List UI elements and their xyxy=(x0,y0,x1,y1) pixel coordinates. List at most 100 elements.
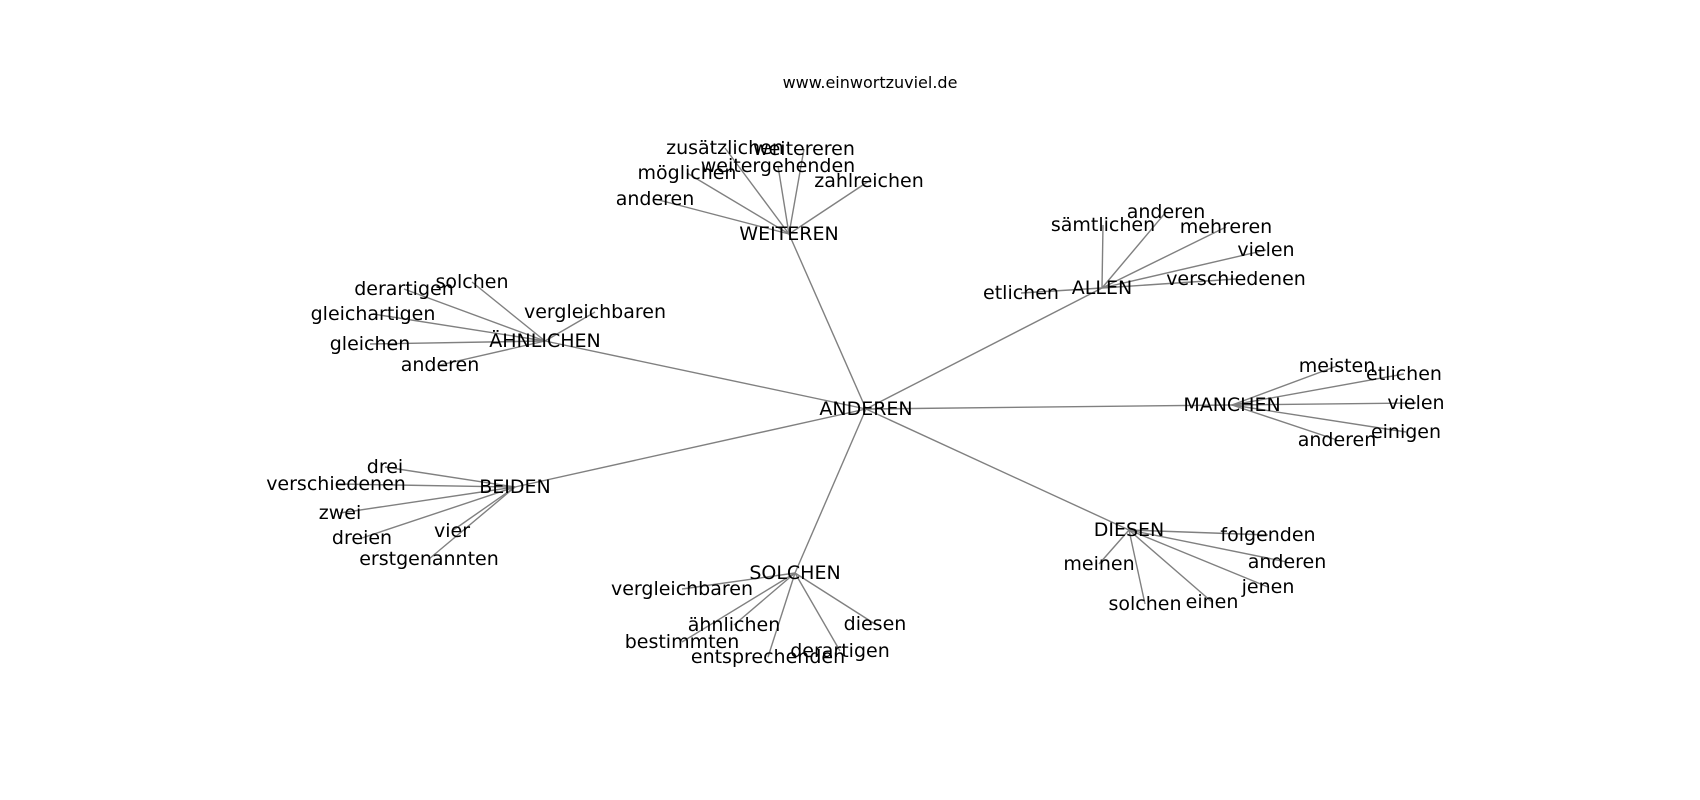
hub-to-leaf-edge xyxy=(681,572,796,590)
hub-to-leaf-edge xyxy=(1231,365,1338,406)
center-to-hub-edge xyxy=(865,408,1130,531)
leaf-node-label: folgenden xyxy=(1220,524,1315,546)
hub-to-leaf-edge xyxy=(1101,249,1267,289)
hub-to-leaf-edge xyxy=(1128,529,1146,605)
hub-node-label: SOLCHEN xyxy=(749,562,840,584)
hub-to-leaf-edge xyxy=(335,483,516,488)
hub-to-leaf-edge xyxy=(794,572,876,625)
leaf-node-label: weitergehenden xyxy=(701,155,855,177)
hub-to-leaf-edge xyxy=(681,572,796,643)
hub-to-leaf-edge xyxy=(451,486,516,532)
hub-to-leaf-edge xyxy=(788,148,805,235)
leaf-node-label: zwei xyxy=(319,502,361,524)
leaf-node-label: anderen xyxy=(1127,201,1206,223)
center-to-hub-edge xyxy=(544,340,867,410)
hub-to-leaf-edge xyxy=(1128,529,1269,588)
leaf-node-label: bestimmten xyxy=(625,631,740,653)
hub-to-leaf-edge xyxy=(1231,404,1338,441)
hub-to-leaf-edge xyxy=(1128,529,1288,563)
leaf-node-label: derartigen xyxy=(790,640,890,662)
leaf-node-label: erstgenannten xyxy=(359,548,499,570)
center-to-hub-edge xyxy=(514,408,867,488)
leaf-node-label: drei xyxy=(367,456,403,478)
hub-to-leaf-edge xyxy=(1020,287,1103,294)
hub-to-leaf-edge xyxy=(1098,529,1130,565)
hub-to-leaf-edge xyxy=(1128,529,1213,603)
hub-to-leaf-edge xyxy=(471,281,546,342)
hub-to-leaf-edge xyxy=(1101,226,1227,289)
leaf-node-label: etlichen xyxy=(983,282,1059,304)
hub-to-leaf-edge xyxy=(1101,211,1167,289)
leaf-node-label: entsprechenden xyxy=(691,646,845,668)
hub-node-label: MANCHEN xyxy=(1183,394,1280,416)
hub-to-leaf-edge xyxy=(1128,529,1269,536)
center-to-hub-edge xyxy=(788,233,867,410)
leaf-node-label: etlichen xyxy=(1366,363,1442,385)
leaf-node-label: mehreren xyxy=(1180,216,1272,238)
hub-to-leaf-edge xyxy=(1101,278,1237,289)
leaf-node-label: dreien xyxy=(332,527,392,549)
hub-to-leaf-edge xyxy=(372,313,546,342)
center-to-hub-edge xyxy=(865,404,1233,410)
leaf-node-label: vergleichbaren xyxy=(611,578,753,600)
center-to-hub-edge xyxy=(794,408,867,574)
site-title: www.einwortzuviel.de xyxy=(783,73,958,92)
leaf-node-label: sämtlichen xyxy=(1051,214,1155,236)
center-node-label: ANDEREN xyxy=(819,398,912,420)
center-to-hub-edge xyxy=(865,287,1103,410)
hub-to-leaf-edge xyxy=(544,311,596,342)
leaf-node-label: vielen xyxy=(1237,239,1294,261)
leaf-node-label: weitereren xyxy=(753,138,855,160)
leaf-node-label: gleichen xyxy=(330,333,411,355)
leaf-node-label: möglichen xyxy=(638,162,737,184)
graph-edges xyxy=(335,147,1417,658)
hub-to-leaf-edge xyxy=(339,486,516,514)
hub-to-leaf-edge xyxy=(654,198,790,235)
leaf-node-label: verschiedenen xyxy=(266,473,406,495)
leaf-node-label: meisten xyxy=(1299,355,1376,377)
hub-to-leaf-edge xyxy=(361,486,516,539)
hub-to-leaf-edge xyxy=(794,572,841,652)
leaf-node-label: ähnlichen xyxy=(688,614,781,636)
hub-to-leaf-edge xyxy=(767,572,796,658)
hub-to-leaf-edge xyxy=(1231,373,1405,406)
leaf-node-label: solchen xyxy=(435,271,508,293)
hub-node-label: BEIDEN xyxy=(479,476,551,498)
hub-node-label: ALLEN xyxy=(1072,277,1132,299)
hub-to-leaf-edge xyxy=(777,165,790,235)
leaf-node-label: verschiedenen xyxy=(1166,268,1306,290)
leaf-node-label: meinen xyxy=(1063,553,1134,575)
leaf-node-label: solchen xyxy=(1108,593,1181,615)
hub-to-leaf-edge xyxy=(788,180,870,235)
hub-to-leaf-edge xyxy=(428,486,516,560)
hub-to-leaf-edge xyxy=(369,340,546,345)
leaf-node-label: gleichartigen xyxy=(311,303,436,325)
graph-labels: www.einwortzuviel.de ANDEREN WEITEREN zusä… xyxy=(266,73,1444,668)
leaf-node-label: diesen xyxy=(844,613,907,635)
hub-to-leaf-edge xyxy=(403,288,546,342)
hub-node-label: DIESEN xyxy=(1094,519,1165,541)
hub-to-leaf-edge xyxy=(1101,224,1104,289)
hub-node-label: ÄHNLICHEN xyxy=(489,329,600,352)
leaf-node-label: anderen xyxy=(401,354,480,376)
hub-node-label: WEITEREN xyxy=(739,223,838,245)
hub-to-leaf-edge xyxy=(686,172,790,235)
hub-to-leaf-edge xyxy=(733,572,796,626)
leaf-node-label: zusätzlichen xyxy=(666,137,784,159)
leaf-node-label: vier xyxy=(434,520,470,542)
leaf-node-label: vielen xyxy=(1387,392,1444,414)
leaf-node-label: anderen xyxy=(616,188,695,210)
hub-to-leaf-edge xyxy=(1231,402,1417,406)
leaf-node-label: vergleichbaren xyxy=(524,301,666,323)
leaf-node-label: einigen xyxy=(1371,421,1441,443)
hub-to-leaf-edge xyxy=(384,466,516,488)
leaf-node-label: anderen xyxy=(1248,551,1327,573)
hub-to-leaf-edge xyxy=(1231,404,1407,433)
hub-to-leaf-edge xyxy=(439,340,546,366)
leaf-node-label: zahlreichen xyxy=(814,170,924,192)
hub-to-leaf-edge xyxy=(724,147,790,235)
leaf-node-label: anderen xyxy=(1298,429,1377,451)
leaf-node-label: jenen xyxy=(1241,576,1295,598)
leaf-node-label: derartigen xyxy=(354,278,454,300)
